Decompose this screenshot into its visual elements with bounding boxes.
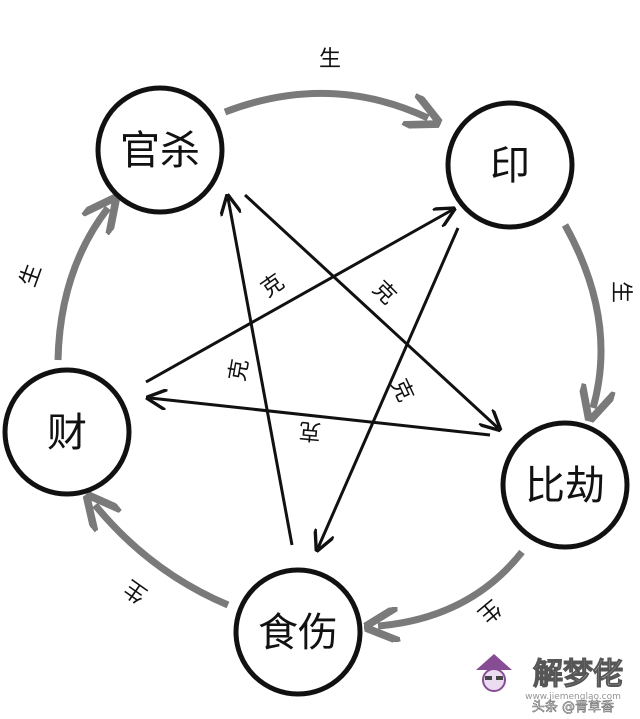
- ke-arrow-shishang-to-guansha: [228, 198, 294, 546]
- ke-label-1: 克: [257, 270, 289, 303]
- node-shishang: 食伤: [233, 567, 363, 697]
- sheng-arrow-yin-to-bijie: [561, 223, 601, 408]
- ke-star: [146, 195, 498, 548]
- node-yin-label: 印: [490, 143, 530, 189]
- watermark-mascot-icon: [476, 654, 512, 692]
- ke-label-5: 克: [298, 417, 322, 444]
- node-cai: 财: [2, 367, 132, 497]
- sheng-label-bottom-left: 生: [120, 574, 152, 607]
- sheng-label-left: 生: [16, 261, 47, 290]
- ke-label-2: 克: [367, 276, 400, 309]
- sheng-arrow-shishang-to-cai: [95, 505, 230, 609]
- watermark-logo: 解梦佬: [533, 657, 623, 692]
- sheng-cycle: [54, 89, 601, 626]
- sheng-label-bottom-right: 生: [473, 594, 506, 627]
- sheng-label-top: 生: [319, 47, 341, 72]
- ke-arrow-guansha-to-bijie: [243, 193, 498, 428]
- sheng-arrow-cai-to-guansha: [54, 208, 108, 361]
- sheng-label-right: 生: [608, 281, 633, 303]
- ke-arrow-yin-to-shishang: [318, 227, 460, 548]
- watermark-url: www.jiemenglao.com: [525, 692, 621, 702]
- node-guansha-label: 官杀: [120, 128, 200, 174]
- sheng-arrow-bijie-to-shishang: [378, 549, 525, 626]
- node-yin: 印: [445, 100, 575, 230]
- sheng-arrow-guansha-to-yin: [223, 89, 428, 118]
- node-bijie-label: 比劫: [525, 463, 605, 509]
- node-bijie: 比劫: [500, 420, 630, 550]
- node-cai-label: 财: [47, 410, 87, 456]
- node-guansha: 官杀: [95, 85, 225, 215]
- ke-arrow-cai-to-yin: [145, 210, 452, 384]
- watermark: 解梦佬 www.jiemenglao.com 头条 @青草香: [476, 654, 624, 715]
- watermark-caption: 头条 @青草香: [532, 699, 614, 714]
- node-shishang-label: 食伤: [258, 610, 338, 656]
- ke-label-3: 克: [225, 357, 253, 383]
- ke-arrow-bijie-to-cai: [150, 398, 491, 437]
